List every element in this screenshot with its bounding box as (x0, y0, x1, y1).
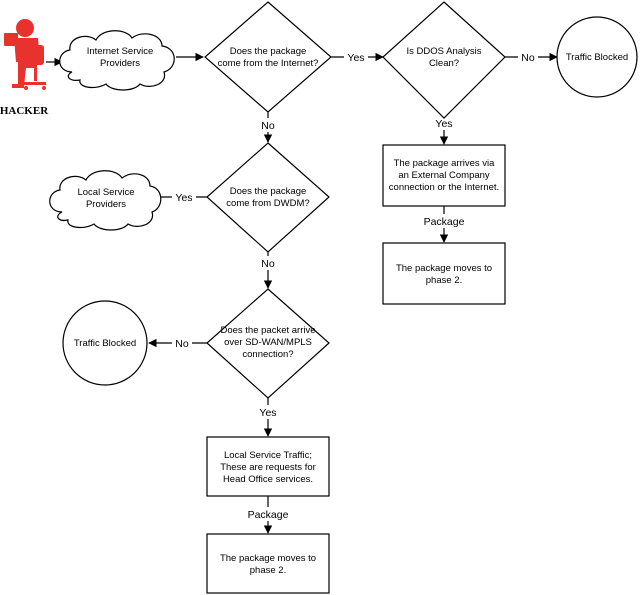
ddos-decision-line-1: Is DDOS Analysis (407, 46, 482, 57)
phase2-right-line-1: The package moves to (396, 263, 492, 274)
edge-label-local-package: Package (248, 509, 289, 521)
dwdm-decision: Does the package come from DWDM? (206, 142, 330, 253)
sdwan-decision-line-1: Does the packet arrive (220, 325, 315, 336)
edge-labels: Yes No Yes Package No Yes No No Yes Pack… (172, 50, 538, 521)
traffic-blocked-left-label: Traffic Blocked (74, 338, 136, 349)
internet-decision: Does the package come from the Internet? (204, 1, 332, 113)
local-traffic-line-2: These are requests for (220, 462, 316, 473)
local-traffic-box: Local Service Traffic; These are request… (206, 436, 330, 497)
edge-label-ext-package: Package (424, 216, 465, 228)
edge-label-ddos-no: No (521, 52, 535, 64)
isp-line-1: Internet Service (87, 46, 154, 57)
traffic-blocked-top-label: Traffic Blocked (566, 52, 628, 63)
external-arrival-line-2: an External Company (398, 170, 490, 181)
edge-label-internet-no: No (261, 120, 275, 132)
traffic-blocked-left: Traffic Blocked (62, 300, 148, 386)
dwdm-decision-line-2: come from DWDM? (226, 198, 309, 209)
local-traffic-line-1: Local Service Traffic; (224, 450, 312, 461)
lsp-line-2: Providers (86, 199, 126, 210)
sdwan-decision: Does the packet arrive over SD-WAN/MPLS … (206, 288, 330, 399)
isp-line-2: Providers (100, 58, 140, 69)
dwdm-decision-line-1: Does the package (230, 186, 307, 197)
lsp-cloud: Local Service Providers (49, 170, 162, 231)
ddos-decision: Is DDOS Analysis Clean? (382, 1, 506, 119)
sdwan-decision-line-2: over SD-WAN/MPLS (224, 337, 312, 348)
hacker-label: HACKER (0, 105, 49, 117)
local-traffic-line-3: Head Office services. (223, 474, 313, 485)
internet-decision-line-1: Does the package (230, 46, 307, 57)
ddos-decision-line-2: Clean? (429, 58, 459, 69)
edge-label-sdwan-yes: Yes (259, 407, 276, 419)
phase2-right-box: The package moves to phase 2. (382, 242, 506, 305)
edge-label-sdwan-no: No (175, 338, 189, 350)
edge-label-dwdm-no: No (261, 258, 275, 270)
external-arrival-line-3: connection or the Internet. (389, 182, 499, 193)
isp-cloud: Internet Service Providers (59, 30, 175, 91)
external-arrival-line-1: The package arrives via (394, 158, 496, 169)
phase2-bottom-line-1: The package moves to (220, 553, 316, 564)
hacker-icon (4, 19, 46, 90)
external-arrival-box: The package arrives via an External Comp… (382, 144, 506, 207)
phase2-bottom-box: The package moves to phase 2. (206, 533, 330, 594)
edge-label-ddos-yes: Yes (435, 118, 452, 130)
edge-label-dwdm-yes: Yes (175, 192, 192, 204)
internet-decision-line-2: come from the Internet? (218, 58, 319, 69)
lsp-line-1: Local Service (77, 187, 134, 198)
sdwan-decision-line-3: connection? (242, 349, 293, 360)
phase2-bottom-line-2: phase 2. (250, 565, 286, 576)
traffic-blocked-top: Traffic Blocked (556, 16, 638, 98)
phase2-right-line-2: phase 2. (426, 275, 462, 286)
edge-label-internet-yes: Yes (347, 52, 364, 64)
